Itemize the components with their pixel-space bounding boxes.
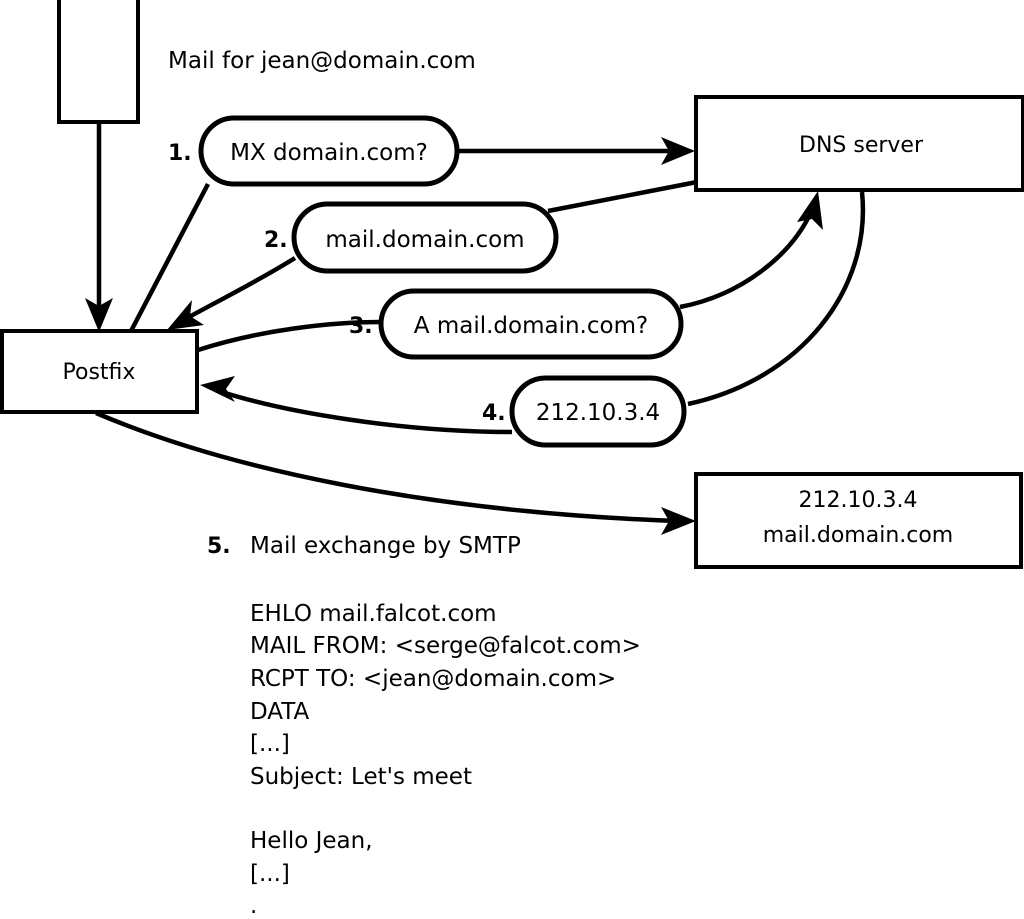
step-3-label: A mail.domain.com? <box>414 313 648 339</box>
step-1-number: 1. <box>168 141 192 166</box>
step-1-label: MX domain.com? <box>230 140 428 166</box>
edge-postfix-to-step3 <box>197 319 383 353</box>
edge-step2-to-postfix <box>167 256 297 330</box>
transcript-line-subject: Subject: Let's meet <box>250 764 472 790</box>
step-2-number: 2. <box>264 228 288 253</box>
step-2-bubble: mail.domain.com <box>291 201 559 274</box>
transcript-line-ellipsis-2: [...] <box>250 861 290 887</box>
edge-dns-to-step2 <box>547 179 698 214</box>
node-sender-box <box>57 0 140 124</box>
node-dns-label: DNS server <box>799 133 924 158</box>
node-mailserver-ip: 212.10.3.4 <box>799 488 918 513</box>
transcript-line-end-dot: . <box>250 893 257 919</box>
step-3-number: 3. <box>349 314 373 339</box>
step-3-bubble: A mail.domain.com? <box>378 288 684 360</box>
step-2-label: mail.domain.com <box>325 227 524 253</box>
node-mailserver-hostname: mail.domain.com <box>763 523 954 548</box>
transcript-line-ehlo: EHLO mail.falcot.com <box>250 601 497 627</box>
edge-step1-to-dns <box>459 137 695 165</box>
edge-sender-to-postfix <box>85 122 113 332</box>
transcript-line-rcpt-to: RCPT TO: <jean@domain.com> <box>250 666 616 692</box>
transcript-line-mail-from: MAIL FROM: <serge@falcot.com> <box>250 633 641 659</box>
edge-step3-to-dns <box>679 191 823 310</box>
edge-step4-to-postfix <box>200 376 513 435</box>
node-dns-box: DNS server <box>694 95 1024 192</box>
node-postfix-box: Postfix <box>0 329 199 414</box>
edge-postfix-to-step1 <box>129 182 210 333</box>
step-4-number: 4. <box>482 401 506 426</box>
node-postfix-label: Postfix <box>63 360 136 385</box>
transcript-line-data: DATA <box>250 699 310 725</box>
step-1-bubble: MX domain.com? <box>198 115 460 187</box>
edge-postfix-to-mailserver <box>95 410 696 535</box>
edge-dns-to-step4 <box>687 191 866 407</box>
transcript-line-hello-jean: Hello Jean, <box>250 828 373 854</box>
step-5-heading: Mail exchange by SMTP <box>250 533 521 559</box>
step-4-bubble: 212.10.3.4 <box>509 375 687 448</box>
transcript-line-ellipsis-1: [...] <box>250 731 290 757</box>
step-5-number: 5. <box>207 534 231 559</box>
mail-for-caption: Mail for jean@domain.com <box>168 48 476 74</box>
step-4-label: 212.10.3.4 <box>536 400 660 426</box>
node-mailserver-box: 212.10.3.4 mail.domain.com <box>694 472 1023 569</box>
